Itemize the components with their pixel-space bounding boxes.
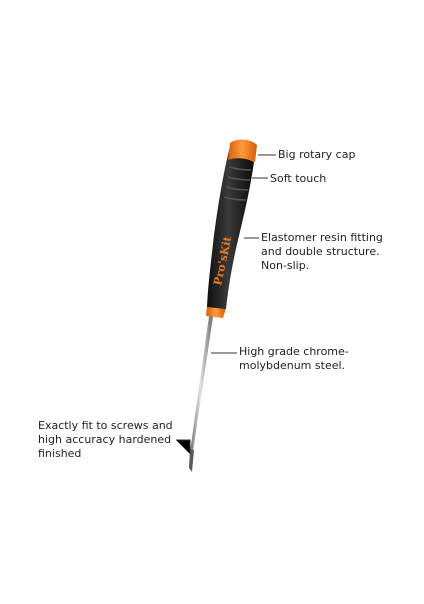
leader-lines [176,154,276,454]
callout-rotary-cap: Big rotary cap [278,148,356,161]
handle-ferrule [206,306,226,318]
soft-grip-ridges [223,166,252,201]
callout-soft-touch: Soft touch [270,172,327,185]
callout-steel-shaft: High grade chrome- molybdenum steel. [239,345,349,372]
screwdriver-tip [189,450,194,472]
rotary-cap [228,139,257,162]
screwdriver-shaft [190,316,213,452]
callout-tip: Exactly fit to screws and high accuracy … [38,419,173,460]
leader-line-tip [176,439,191,454]
callout-elastomer: Elastomer resin fitting and double struc… [261,231,383,272]
